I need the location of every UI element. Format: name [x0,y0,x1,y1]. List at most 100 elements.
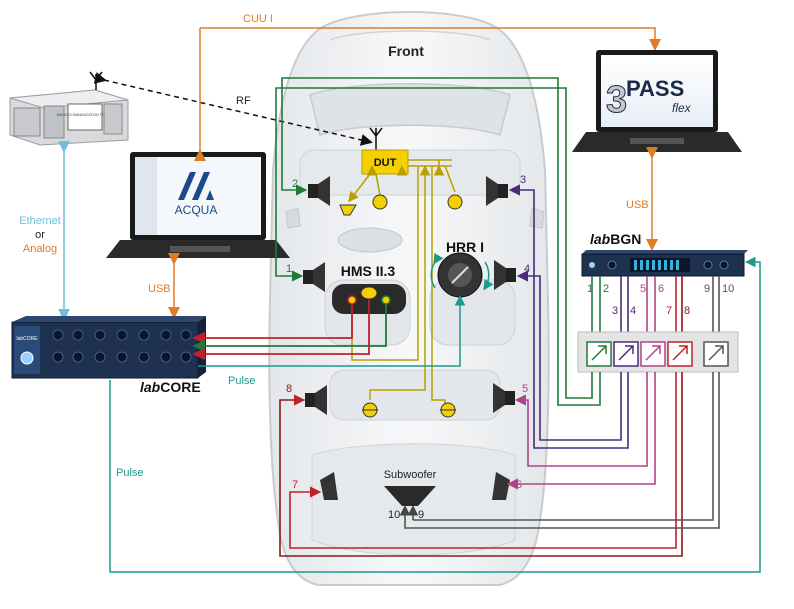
hms-ear-right-icon [381,295,391,305]
subwoofer-input-9: 9 [418,509,424,521]
subwoofer: Subwoofer 10 9 [384,469,437,521]
hms-left-ear-line [192,304,353,345]
cuu-label: CUU I [243,13,273,25]
speaker-1: 1 [286,262,325,292]
steering-wheel [337,227,403,253]
feed-speaker-1 [275,87,593,399]
feed-subwoofer-9 [413,372,714,521]
speaker-1-label: 1 [286,263,292,275]
rear-seat [329,369,501,421]
front-mic-right-icon [447,194,463,210]
labbgn-label: labBGN [590,231,641,247]
labbgn-label-italic: lab [590,231,611,247]
speaker-5-label: 5 [522,383,528,395]
radio-communication-tester: RADIO COMMUNICATION TESTER [9,71,129,146]
speaker-5: 5 [493,383,528,413]
acqua-logo-text: ACQUA [175,203,218,217]
rf-label: RF [236,95,251,107]
bgn-out-4: 4 [630,305,636,317]
subwoofer-cone-icon [384,486,436,506]
hrr-rotator: HRR I [430,239,494,298]
pass-logo-pass: PASS [626,76,684,101]
bgn-out-5: 5 [640,283,646,295]
bgn-drop-lines [591,276,720,340]
speaker-2-label: 2 [292,178,298,190]
tester-screen [67,103,103,131]
hms-head: HMS II.3 [332,263,406,314]
feed-speaker-2 [281,77,601,406]
labcore-front-logo: labCORE [16,336,38,342]
pass-flex-laptop: 3 PASS flex [572,50,742,152]
pulse-line-to-hrr [198,295,466,367]
usb-right-label: USB [626,199,649,211]
dut-rear-mics [362,165,456,418]
bgn-out-2: 2 [603,283,609,295]
hms-ear-left-icon [347,295,357,305]
speaker-feed-lines [275,77,720,557]
usb-left-label: USB [148,283,171,295]
acqua-laptop: ACQUA [106,152,290,258]
labcore-label: labCORE [140,379,201,395]
speaker-3: 3 [486,174,526,206]
subwoofer-label: Subwoofer [384,469,437,481]
cuu-link [200,27,661,51]
feed-speaker-6 [506,372,656,490]
dashboard [299,149,521,196]
speaker-4-label: 4 [524,263,530,275]
speaker-2: 2 [292,176,330,206]
amplifiers [586,341,729,367]
ethernet-label: Ethernet [19,215,61,227]
dut-label: DUT [374,157,397,169]
pass-logo-flex: flex [672,101,692,115]
analog-label: Analog [23,243,57,255]
labbgn-device [581,250,748,277]
hms-mouth-line [192,300,370,361]
labbgn-label-bold: BGN [610,231,641,247]
car-speakers: 2 3 1 4 8 5 [286,174,530,500]
pass-screen [601,55,713,127]
speaker-8: 8 [286,383,327,415]
rf-link [93,72,373,146]
amplifier-9-10 [703,341,729,367]
feed-speaker-8 [279,372,683,557]
dut-front-mics [339,165,463,216]
labcore-device: labCORE [11,316,206,379]
pass-logo-3: 3 [606,79,627,121]
speaker-3-label: 3 [520,174,526,186]
bgn-out-8: 8 [684,305,690,317]
pulse-top-label: Pulse [228,375,256,387]
or-label: or [35,229,45,241]
dut-speaker-icon [339,204,357,216]
speaker-4: 4 [494,260,530,290]
tester-screen-text: RADIO COMMUNICATION TESTER [57,113,114,117]
front-label: Front [388,43,424,59]
speaker-7-label: 7 [292,479,298,491]
bgn-out-7: 7 [666,305,672,317]
pulse-line-to-bgn [109,256,761,573]
feed-speaker-7 [289,372,677,549]
amplifier-1-2 [586,341,612,367]
feed-speaker-3 [508,184,629,449]
amplifier-7-8 [667,341,693,367]
speaker-6-label: 6 [516,479,522,491]
bgn-out-9: 9 [704,283,710,295]
feed-speaker-4 [516,270,622,441]
feed-subwoofer-10 [404,372,720,529]
labcore-label-italic: lab [140,379,161,395]
feed-speaker-5 [514,372,648,467]
hrr-label: HRR I [446,239,484,255]
pulse-left-label: Pulse [116,467,144,479]
front-mic-left-icon [372,194,388,210]
bgn-out-3: 3 [612,305,618,317]
acqua-logo-icon [178,172,214,200]
hms-right-ear-line [192,304,387,353]
amplifier-3-4 [613,341,639,367]
subwoofer-input-10: 10 [388,509,400,521]
labcore-label-bold: CORE [160,379,200,395]
bgn-out-6: 6 [658,283,664,295]
speaker-6: 6 [492,472,522,500]
bgn-out-10: 10 [722,283,734,295]
speaker-8-label: 8 [286,383,292,395]
